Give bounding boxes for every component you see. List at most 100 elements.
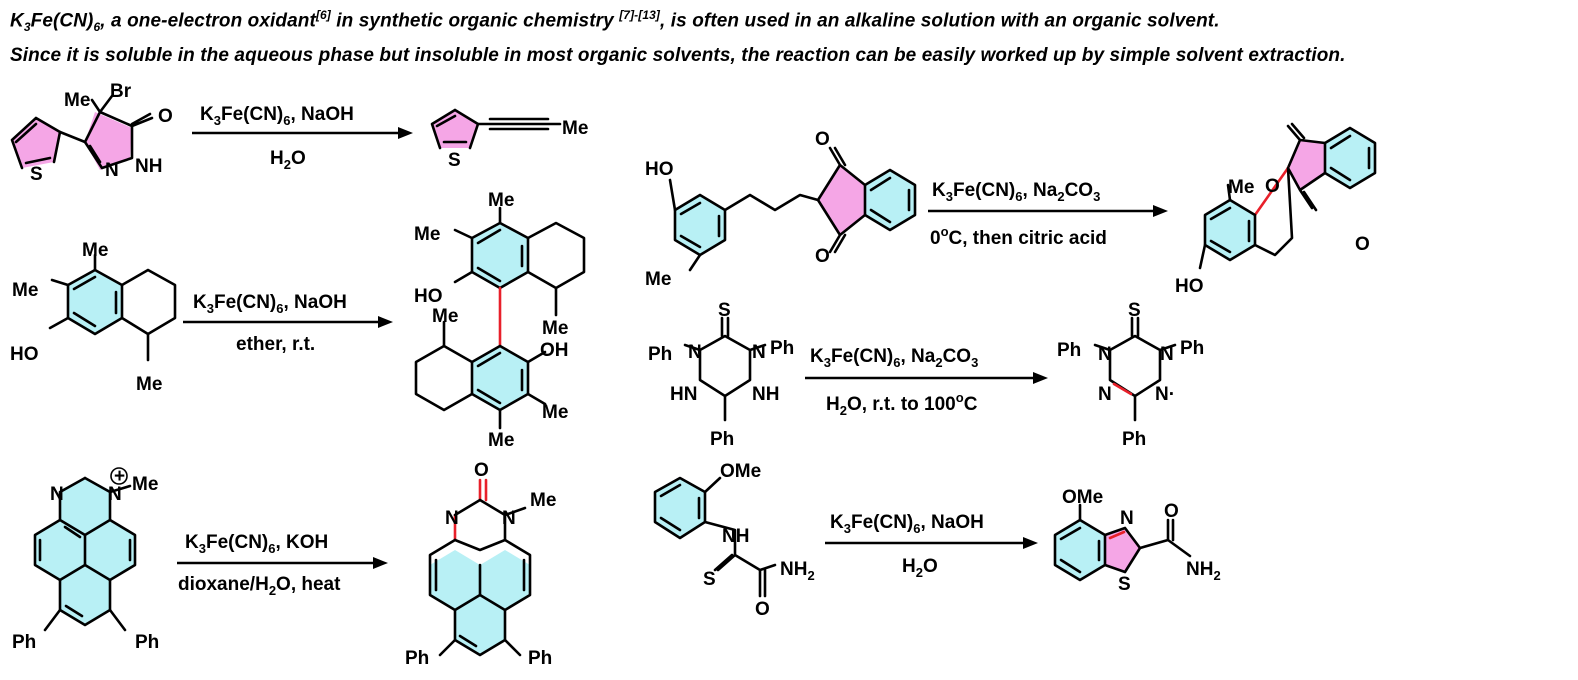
reaction-1: S Me Br O N NH K3Fe(CN)6, NaOH H2O S Me — [10, 81, 588, 185]
r2-Me3-label: Me — [136, 374, 162, 395]
r4-product-O2-label: O — [1355, 234, 1370, 255]
r1-product: S Me — [430, 108, 588, 171]
r3-product-N1-label: N — [445, 508, 459, 529]
r6-conditions-below: H2O — [902, 556, 938, 580]
reaction-4: HO Me O O K3Fe(CN)6, Na2CO3 0oC, then ci… — [645, 122, 1377, 297]
reaction-3: N N + Me Ph Ph K3Fe(CN)6, KOH dioxane/H2… — [12, 460, 556, 669]
r6-product-S-label: S — [1118, 574, 1131, 595]
r2-product-Me2-label: Me — [414, 224, 440, 245]
r3-N2-label: N — [108, 484, 122, 505]
r3-conditions-above: K3Fe(CN)6, KOH — [185, 532, 328, 556]
r4-O2-label: O — [815, 246, 830, 267]
r5-product-N2-label: N — [1160, 344, 1174, 365]
r5-Ph3-label: Ph — [710, 429, 734, 450]
r3-arrow — [177, 557, 388, 569]
r3-reactant: N N + Me Ph Ph — [12, 466, 159, 653]
r4-O1-label: O — [815, 129, 830, 150]
r5-Ph2-label: Ph — [770, 338, 794, 359]
r1-NH-label: NH — [135, 156, 162, 177]
r5-product-N4-label: N· — [1155, 384, 1175, 405]
r1-N-label: N — [105, 160, 119, 181]
r5-N2-label: N — [752, 342, 766, 363]
r3-plus-label: + — [114, 466, 125, 487]
intro-line-2: Since it is soluble in the aqueous phase… — [10, 45, 1346, 66]
r4-product-HO-label: HO — [1175, 276, 1204, 297]
r3-N1-label: N — [50, 484, 64, 505]
r2-Me1-label: Me — [82, 240, 108, 261]
r4-Me-label: Me — [645, 269, 671, 290]
r2-HO-label: HO — [10, 344, 39, 365]
r2-conditions-above: K3Fe(CN)6, NaOH — [193, 292, 347, 316]
r1-conditions-above: K3Fe(CN)6, NaOH — [200, 104, 354, 128]
r6-arrow — [825, 537, 1038, 549]
r5-product-S-label: S — [1128, 300, 1141, 321]
r1-O-label: O — [158, 106, 173, 127]
r3-conditions-below: dioxane/H2O, heat — [178, 574, 341, 598]
r5-product-N1-label: N — [1098, 344, 1112, 365]
r3-product: O N N Me Ph Ph — [405, 460, 556, 669]
r4-HO-label: HO — [645, 159, 674, 180]
r3-product-Me-label: Me — [530, 490, 556, 511]
r6-product-N-label: N — [1120, 508, 1134, 529]
r4-conditions-below: 0oC, then citric acid — [930, 224, 1107, 249]
r6-product: OMe N S O NH2 — [1053, 487, 1221, 595]
r5-product-Ph1-label: Ph — [1057, 340, 1081, 361]
r5-product: S Ph N N Ph N N· Ph — [1057, 300, 1204, 450]
r2-product-Me1-label: Me — [488, 190, 514, 211]
r2-product-Me6-label: Me — [488, 430, 514, 451]
r4-product: Me O O HO — [1175, 122, 1377, 297]
r1-reactant: S Me Br O N NH — [10, 81, 173, 185]
r4-arrow — [928, 205, 1168, 217]
r1-product-S-label: S — [448, 150, 461, 171]
r5-N1-label: N — [688, 342, 702, 363]
reaction-2: Me Me HO Me K3Fe(CN)6, NaOH ether, r.t. … — [10, 190, 586, 451]
r1-conditions-below: H2O — [270, 148, 306, 172]
r5-HN-label: HN — [670, 384, 697, 405]
intro-line-1: K3Fe(CN)6, a one-electron oxidant[6] in … — [10, 8, 1220, 35]
r3-Ph2-label: Ph — [135, 632, 159, 653]
r3-product-N2-label: N — [502, 508, 516, 529]
r1-product-Me-label: Me — [562, 118, 588, 139]
r2-product-Me3-label: Me — [432, 306, 458, 327]
r5-conditions-above: K3Fe(CN)6, Na2CO3 — [810, 346, 978, 370]
r6-S-label: S — [703, 569, 716, 590]
r1-arrow — [192, 127, 413, 139]
r3-product-Ph2-label: Ph — [528, 648, 552, 669]
r5-product-Ph3-label: Ph — [1122, 429, 1146, 450]
r6-product-OMe-label: OMe — [1062, 487, 1103, 508]
r5-arrow — [805, 372, 1048, 384]
r6-reactant: OMe NH S NH2 O — [653, 461, 815, 620]
r2-product-Me5-label: Me — [542, 402, 568, 423]
r5-product-N3-label: N — [1098, 384, 1112, 405]
r3-Ph1-label: Ph — [12, 632, 36, 653]
r6-O-label: O — [755, 599, 770, 620]
r2-reactant: Me Me HO Me — [10, 240, 177, 395]
r5-Ph1-label: Ph — [648, 344, 672, 365]
r4-conditions-above: K3Fe(CN)6, Na2CO3 — [932, 180, 1100, 204]
r1-Br-label: Br — [110, 81, 132, 102]
r1-Me-label: Me — [64, 90, 90, 111]
r6-NH-label: NH — [722, 526, 749, 547]
r6-conditions-above: K3Fe(CN)6, NaOH — [830, 512, 984, 536]
r5-S-label: S — [718, 300, 731, 321]
r5-conditions-below: H2O, r.t. to 100oC — [826, 390, 978, 418]
r2-product: Me Me HO Me Me OH Me Me — [414, 190, 586, 451]
r2-product-OH-label: OH — [540, 340, 569, 361]
r2-Me2-label: Me — [12, 280, 38, 301]
r2-product-HO-label: HO — [414, 286, 443, 307]
r6-product-NH2-label: NH2 — [1186, 559, 1221, 583]
r4-reactant: HO Me O O — [645, 129, 917, 290]
r3-product-Ph1-label: Ph — [405, 648, 429, 669]
r2-product-Me4-label: Me — [542, 318, 568, 339]
r4-product-O1-label: O — [1265, 176, 1280, 197]
r1-S-label: S — [30, 164, 43, 185]
reaction-6: OMe NH S NH2 O K3Fe(CN)6, NaOH H2O OMe N… — [653, 461, 1221, 620]
r6-OMe-label: OMe — [720, 461, 761, 482]
r4-product-Me-label: Me — [1228, 177, 1254, 198]
r5-product-Ph2-label: Ph — [1180, 338, 1204, 359]
r5-reactant: S Ph N N Ph HN NH Ph — [648, 300, 794, 450]
r2-arrow — [183, 316, 393, 328]
r2-conditions-below: ether, r.t. — [236, 334, 315, 355]
r6-NH2-label: NH2 — [780, 559, 815, 583]
